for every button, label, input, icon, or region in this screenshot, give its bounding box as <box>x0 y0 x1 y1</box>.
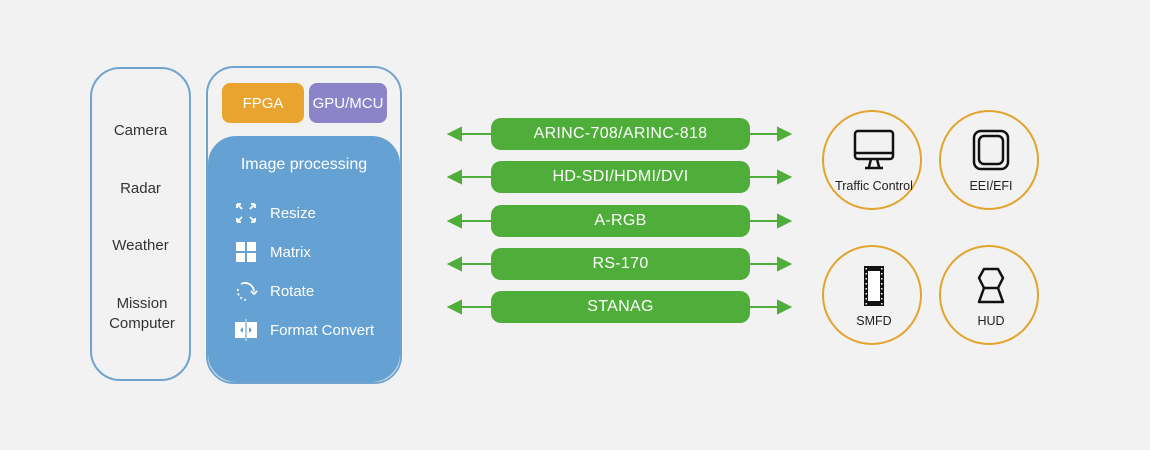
image-processing-panel: Image processing Resize Matrix Rotate <box>208 136 400 382</box>
fpga-chip: FPGA <box>222 83 304 123</box>
feature-label: Matrix <box>270 243 311 261</box>
feature-label: Resize <box>270 204 316 222</box>
display-traffic-control: Traffic Control <box>822 110 922 210</box>
display-label: HUD <box>977 314 1005 328</box>
resize-icon <box>236 203 256 223</box>
sources-panel: Camera Radar Weather Mission Computer <box>90 67 191 381</box>
interface-label: A-RGB <box>491 205 750 237</box>
source-weather: Weather <box>112 237 169 254</box>
feature-label: Format Convert <box>270 321 375 339</box>
film-strip-icon <box>864 266 884 306</box>
display-smfd: SMFD <box>822 245 922 345</box>
display-hud: HUD <box>939 245 1039 345</box>
feature-format-convert: Format Convert <box>234 318 374 342</box>
interface-bus-rs170: RS-170 <box>447 248 792 280</box>
interface-label: STANAG <box>491 291 750 323</box>
gpu-mcu-chip: GPU/MCU <box>309 83 387 123</box>
interface-label: ARINC-708/ARINC-818 <box>491 118 750 150</box>
source-radar: Radar <box>120 180 161 197</box>
interface-bus-hdsdi: HD-SDI/HDMI/DVI <box>447 161 792 193</box>
display-label: Traffic Control <box>835 179 913 193</box>
interface-bus-arinc: ARINC-708/ARINC-818 <box>447 118 792 150</box>
hud-icon <box>977 267 1005 304</box>
display-label: EEI/EFI <box>969 179 1013 193</box>
image-processing-title: Image processing <box>240 156 368 173</box>
display-label: SMFD <box>856 314 892 328</box>
square-display-icon <box>972 129 1010 171</box>
processor-panel: FPGA GPU/MCU Image processing Resize Mat… <box>206 66 402 384</box>
feature-rotate: Rotate <box>234 279 314 303</box>
source-camera: Camera <box>113 122 168 139</box>
monitor-icon <box>853 129 895 170</box>
interface-label: RS-170 <box>491 248 750 280</box>
interface-bus-stanag: STANAG <box>447 291 792 323</box>
interface-bus-argb: A-RGB <box>447 205 792 237</box>
feature-label: Rotate <box>270 282 315 300</box>
rotate-icon <box>236 282 258 301</box>
source-mission-computer: Mission Computer <box>109 295 175 332</box>
feature-resize: Resize <box>234 201 316 225</box>
interface-label: HD-SDI/HDMI/DVI <box>491 161 750 193</box>
feature-matrix: Matrix <box>234 240 311 264</box>
matrix-icon <box>236 242 256 262</box>
format-convert-icon <box>235 319 257 341</box>
display-eei-efi: EEI/EFI <box>939 110 1039 210</box>
